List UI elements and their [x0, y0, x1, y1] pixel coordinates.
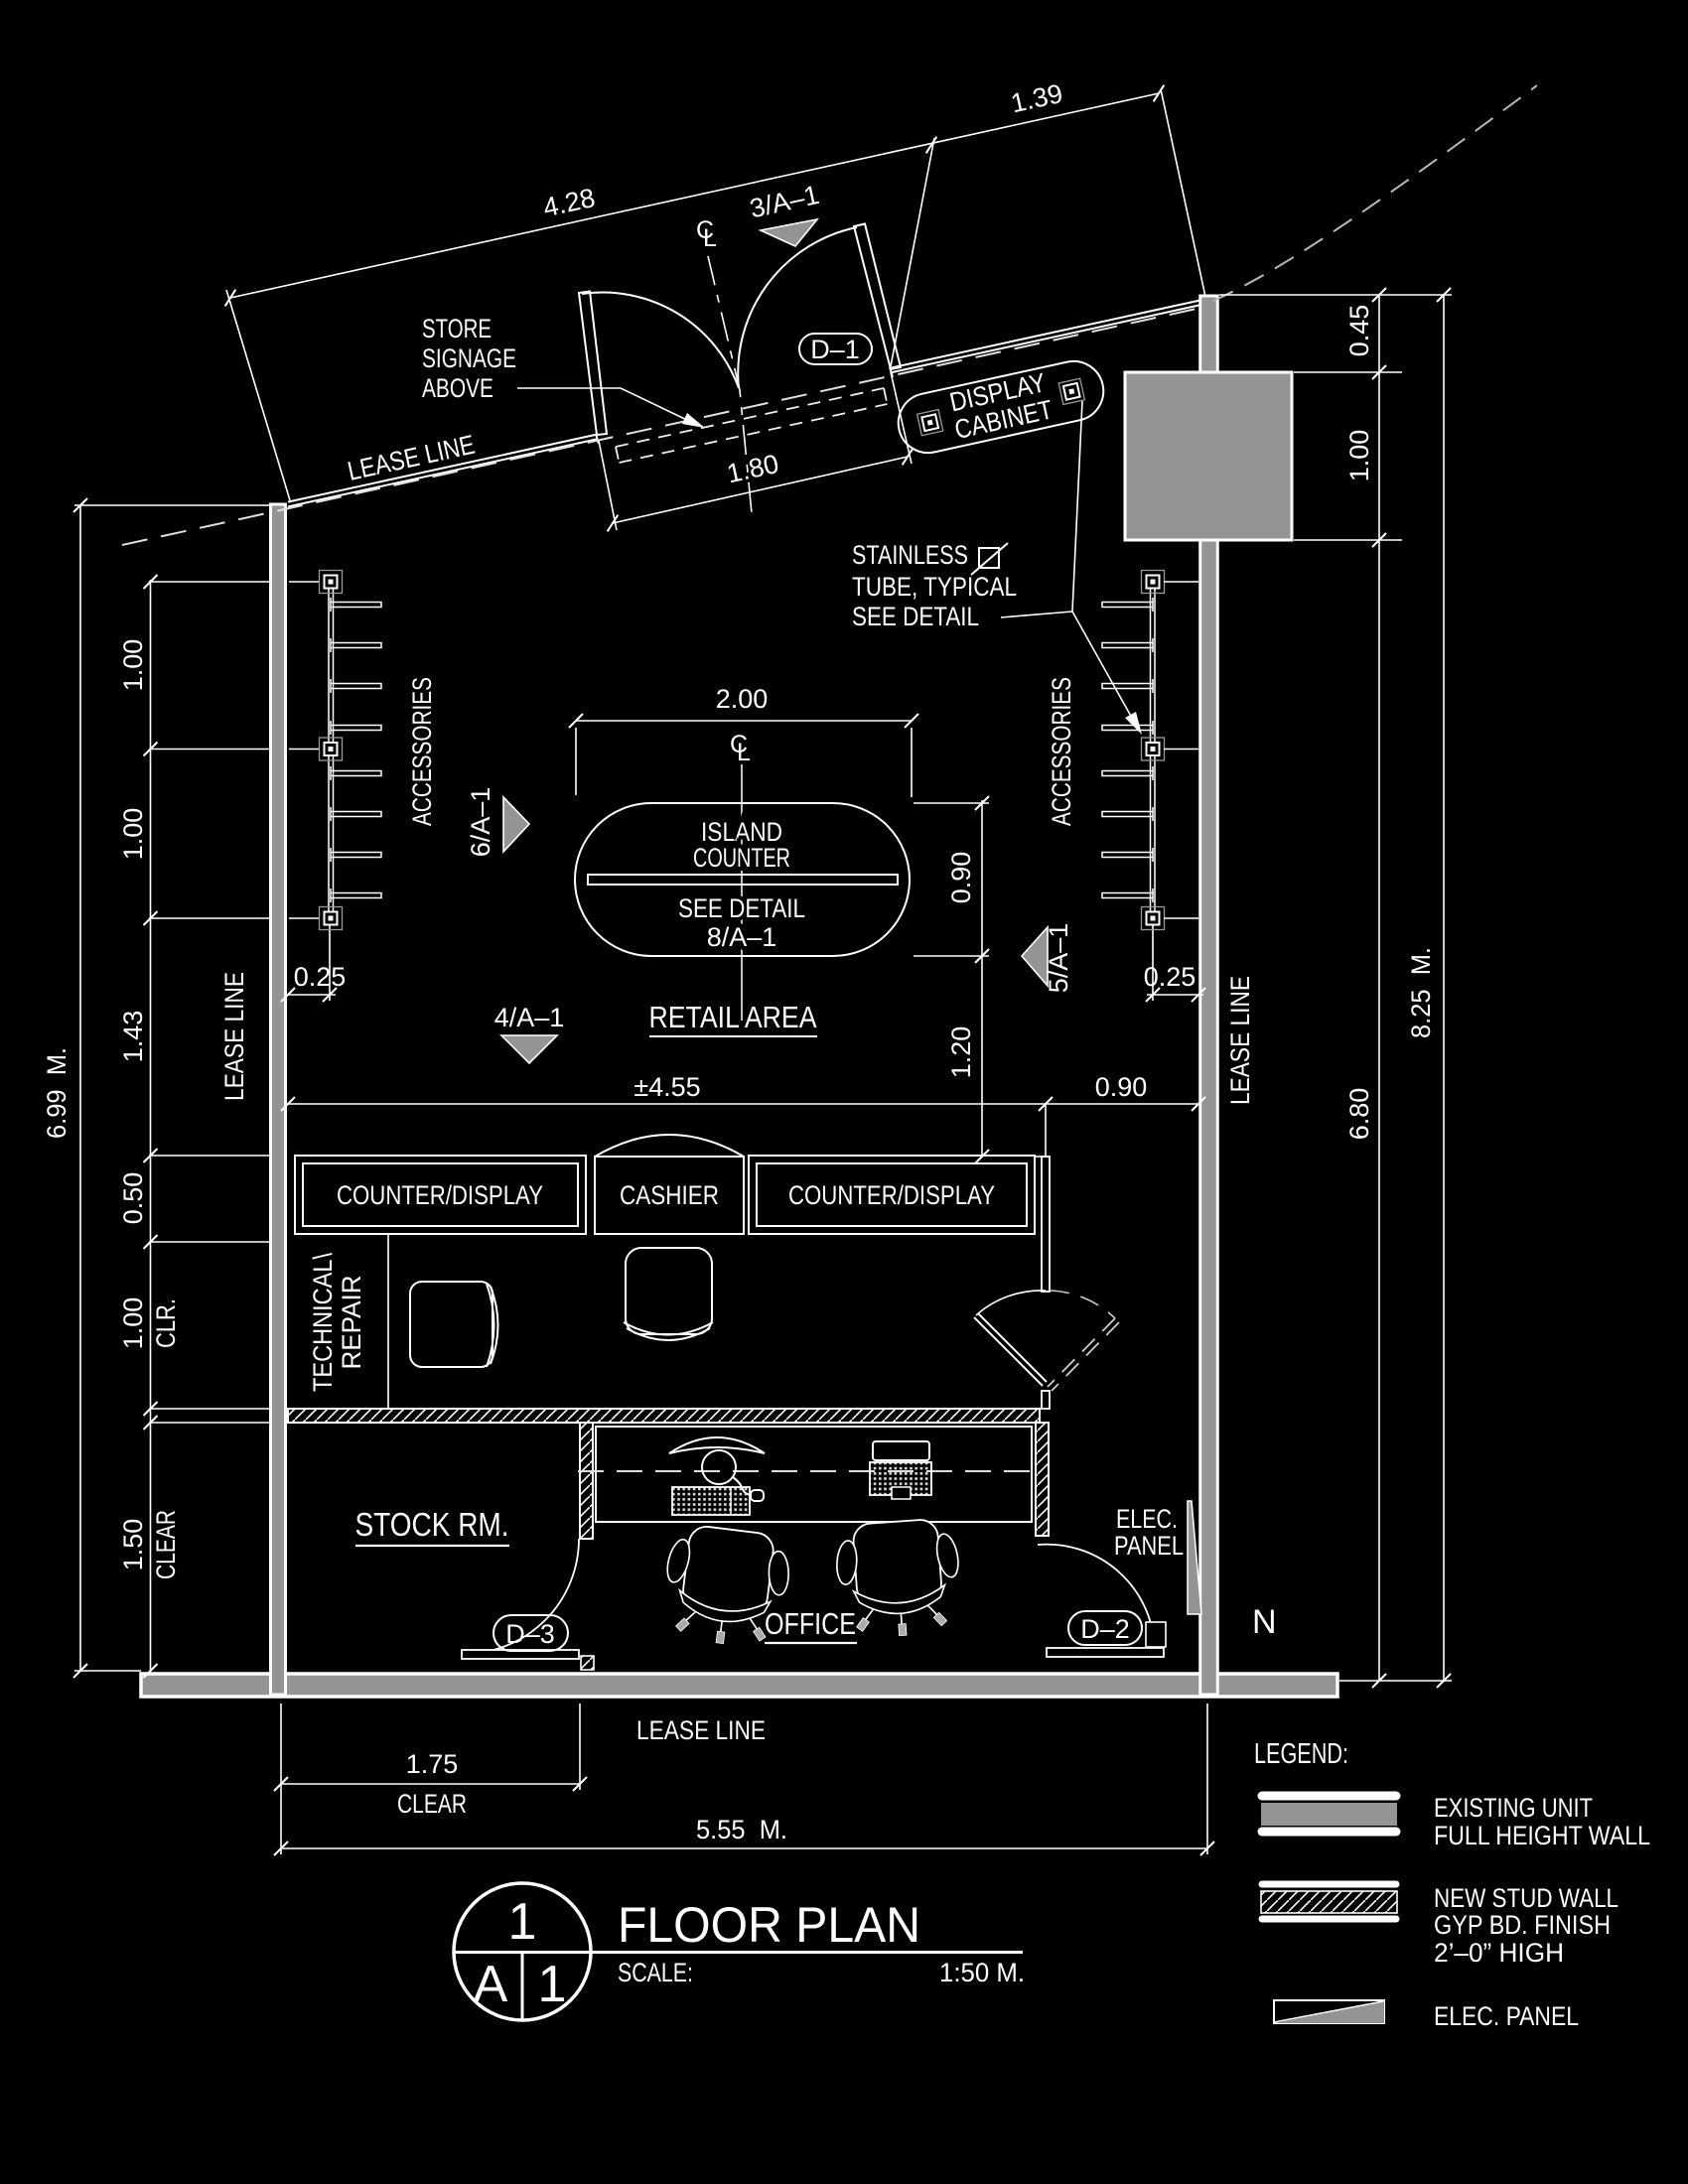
- svg-text:L: L: [703, 224, 717, 252]
- svg-text:L: L: [737, 739, 751, 766]
- svg-text:REPAIR: REPAIR: [337, 1276, 366, 1370]
- svg-text:D–1: D–1: [810, 335, 860, 364]
- svg-text:EXISTING UNIT: EXISTING UNIT: [1434, 1793, 1593, 1823]
- svg-text:RETAIL AREA: RETAIL AREA: [649, 1000, 817, 1034]
- svg-text:1.75: 1.75: [406, 1749, 459, 1779]
- svg-text:COUNTER: COUNTER: [693, 843, 790, 873]
- svg-text:1.50: 1.50: [118, 1519, 148, 1571]
- svg-text:LEASE LINE: LEASE LINE: [636, 1715, 766, 1745]
- svg-text:2’–0” HIGH: 2’–0” HIGH: [1434, 1938, 1564, 1968]
- svg-text:5.55 M.: 5.55 M.: [696, 1815, 787, 1844]
- svg-text:SEE DETAIL: SEE DETAIL: [852, 602, 979, 631]
- svg-text:1.00: 1.00: [1344, 430, 1374, 482]
- svg-text:OFFICE: OFFICE: [765, 1606, 856, 1641]
- svg-text:ELEC.: ELEC.: [1116, 1504, 1178, 1534]
- svg-text:CLEAR: CLEAR: [151, 1510, 181, 1579]
- svg-text:0.25: 0.25: [294, 962, 347, 992]
- svg-text:ISLAND: ISLAND: [701, 817, 782, 847]
- svg-text:1: 1: [508, 1893, 537, 1951]
- svg-text:8.25 M.: 8.25 M.: [1406, 947, 1436, 1038]
- svg-text:±4.55: ±4.55: [633, 1072, 700, 1102]
- svg-text:D–2: D–2: [1080, 1614, 1130, 1644]
- svg-text:SEE DETAIL: SEE DETAIL: [678, 893, 805, 923]
- svg-text:A: A: [474, 1956, 508, 2013]
- svg-text:D–3: D–3: [505, 1619, 555, 1649]
- svg-text:CLEAR: CLEAR: [397, 1789, 467, 1819]
- svg-text:0.45: 0.45: [1344, 305, 1374, 357]
- svg-text:LEASE LINE: LEASE LINE: [1225, 976, 1255, 1105]
- svg-text:ACCESSORIES: ACCESSORIES: [407, 677, 437, 826]
- svg-text:COUNTER/DISPLAY: COUNTER/DISPLAY: [788, 1180, 995, 1210]
- svg-text:6/A–1: 6/A–1: [466, 787, 495, 858]
- svg-text:0.25: 0.25: [1144, 962, 1196, 992]
- svg-text:COUNTER/DISPLAY: COUNTER/DISPLAY: [337, 1180, 543, 1210]
- svg-text:GYP BD. FINISH: GYP BD. FINISH: [1434, 1910, 1611, 1940]
- svg-text:N: N: [1252, 1603, 1277, 1641]
- svg-text:1:50 M.: 1:50 M.: [939, 1958, 1025, 1987]
- svg-text:STORE: STORE: [422, 314, 492, 343]
- svg-text:STOCK RM.: STOCK RM.: [355, 1506, 509, 1543]
- svg-text:1: 1: [538, 1956, 567, 2013]
- svg-text:C: C: [696, 216, 714, 244]
- svg-text:ELEC. PANEL: ELEC. PANEL: [1434, 2001, 1579, 2031]
- svg-text:1.20: 1.20: [946, 1026, 976, 1079]
- svg-text:2.00: 2.00: [716, 684, 769, 714]
- svg-text:1.00: 1.00: [118, 808, 148, 861]
- svg-text:8/A–1: 8/A–1: [707, 922, 777, 952]
- svg-text:C: C: [730, 731, 748, 758]
- svg-text:ABOVE: ABOVE: [422, 373, 493, 403]
- svg-text:CASHIER: CASHIER: [620, 1180, 719, 1210]
- svg-text:FLOOR PLAN: FLOOR PLAN: [618, 1897, 920, 1953]
- svg-text:0.50: 0.50: [118, 1172, 148, 1225]
- svg-text:6.99 M.: 6.99 M.: [42, 1047, 71, 1139]
- svg-text:CLR.: CLR.: [151, 1298, 181, 1348]
- svg-text:1.43: 1.43: [118, 1011, 148, 1063]
- svg-text:PANEL: PANEL: [1114, 1531, 1184, 1561]
- svg-text:TECHNICAL\: TECHNICAL\: [308, 1253, 338, 1392]
- svg-text:LEGEND:: LEGEND:: [1254, 1738, 1348, 1770]
- svg-text:NEW STUD WALL: NEW STUD WALL: [1434, 1883, 1618, 1913]
- svg-text:FULL HEIGHT WALL: FULL HEIGHT WALL: [1434, 1821, 1650, 1850]
- svg-text:LEASE LINE: LEASE LINE: [219, 972, 249, 1101]
- svg-text:ACCESSORIES: ACCESSORIES: [1047, 677, 1076, 826]
- svg-text:4/A–1: 4/A–1: [494, 1003, 565, 1032]
- svg-text:STAINLESS: STAINLESS: [852, 540, 968, 570]
- svg-text:TUBE, TYPICAL: TUBE, TYPICAL: [852, 572, 1017, 602]
- svg-text:6.80: 6.80: [1344, 1088, 1374, 1141]
- svg-text:0.90: 0.90: [1095, 1072, 1148, 1102]
- svg-text:SCALE:: SCALE:: [618, 1958, 693, 1987]
- svg-text:1.00: 1.00: [118, 1297, 148, 1350]
- svg-text:0.90: 0.90: [946, 852, 976, 904]
- svg-text:5/A–1: 5/A–1: [1044, 923, 1073, 994]
- svg-text:SIGNAGE: SIGNAGE: [422, 343, 516, 373]
- svg-text:1.00: 1.00: [118, 639, 148, 692]
